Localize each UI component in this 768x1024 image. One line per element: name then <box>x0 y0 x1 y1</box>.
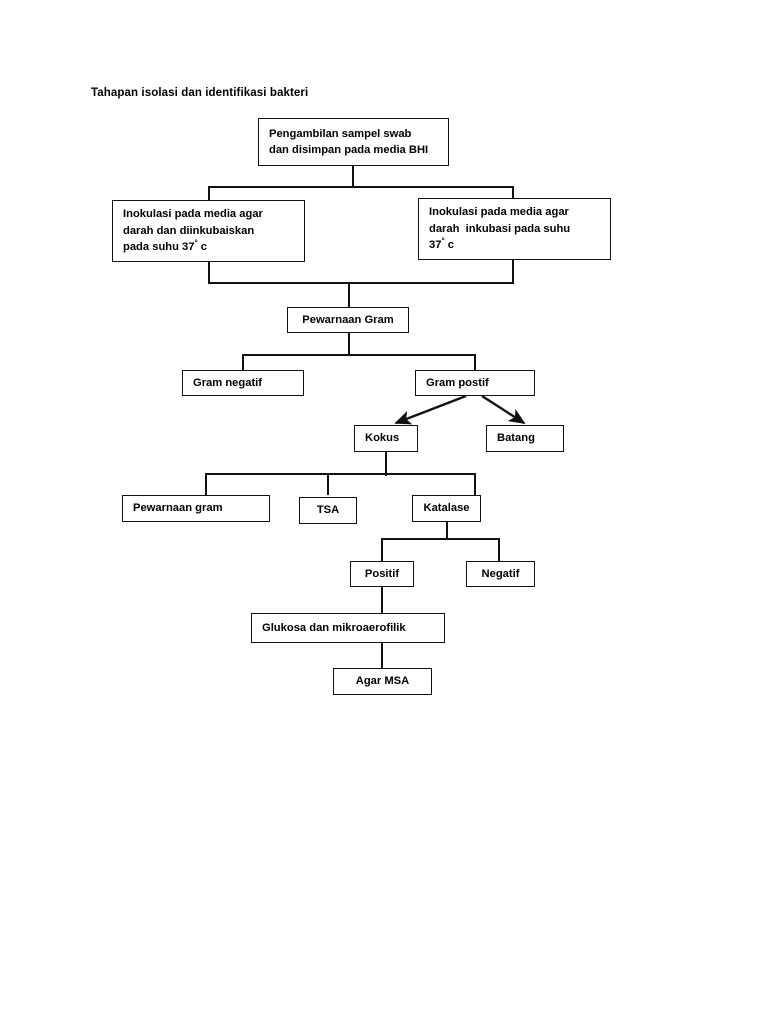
connector-merge-bar <box>208 282 514 285</box>
node-agar-msa[interactable]: Agar MSA <box>333 668 432 695</box>
node-gram-negative[interactable]: Gram negatif <box>182 370 304 396</box>
node-catalase[interactable]: Katalase <box>412 495 481 522</box>
connector-to-inoculation-left <box>208 186 211 202</box>
node-agar-msa-label: Agar MSA <box>355 675 410 688</box>
connector-catalase-split-bar <box>381 538 500 541</box>
connector-gram-split-bar <box>242 354 476 357</box>
node-inoculation-left-line-3: pada suhu 37° c <box>123 239 295 256</box>
node-cocci[interactable]: Kokus <box>354 425 418 452</box>
node-catalase-negative-label: Negatif <box>481 567 520 580</box>
node-inoculation-left-line-1: Inokulasi pada media agar <box>123 208 263 221</box>
node-inoculation-right[interactable]: Inokulasi pada media agar darah inkubasi… <box>418 198 611 260</box>
arrow-to-rod <box>481 395 526 424</box>
node-inoculation-left[interactable]: Inokulasi pada media agar darah dan diin… <box>112 200 305 262</box>
node-catalase-negative[interactable]: Negatif <box>466 561 535 587</box>
temp-prefix-left: pada suhu 37 <box>123 241 195 254</box>
node-sample-line-1: Pengambilan sampel swab <box>269 127 412 140</box>
node-inoculation-right-line-2: darah inkubasi pada suhu <box>429 222 571 235</box>
connector-merge-to-gram-stain <box>348 282 351 308</box>
node-gram-stain-2-label: Pewarnaan gram <box>133 502 223 515</box>
node-glucose-microaerophilic[interactable]: Glukosa dan mikroaerofilik <box>251 613 445 643</box>
temp-prefix-right: 37 <box>429 239 442 252</box>
node-inoculation-left-line-2: darah dan diinkubaiskan <box>123 224 255 237</box>
node-cocci-label: Kokus <box>365 432 400 445</box>
connector-to-catalase <box>474 473 477 495</box>
node-tsa[interactable]: TSA <box>299 497 357 524</box>
connector-to-gram-negative <box>242 354 245 370</box>
node-sample-line-2: dan disimpan pada media BHI <box>269 144 429 156</box>
connector-to-gram-stain-2 <box>205 473 208 495</box>
temp-suffix-right: c <box>444 239 454 252</box>
temp-suffix-left: c <box>197 241 208 254</box>
node-glucose-label: Glukosa dan mikroaerofilik <box>262 621 406 634</box>
degree-symbol-right: ° <box>441 236 445 246</box>
node-sample-collection[interactable]: Pengambilan sampel swab dan disimpan pad… <box>258 118 449 166</box>
degree-symbol-left: ° <box>194 238 198 248</box>
arrow-to-cocci <box>394 394 467 425</box>
connector-glucose-to-msa <box>381 643 384 668</box>
connector-sample-stem <box>352 166 355 188</box>
node-gram-stain-label: Pewarnaan Gram <box>302 313 394 326</box>
node-tsa-label: TSA <box>316 504 340 517</box>
node-gram-negative-label: Gram negatif <box>193 376 263 389</box>
connector-cocci-stem <box>385 452 388 476</box>
node-catalase-positive[interactable]: Positif <box>350 561 414 587</box>
node-gram-stain[interactable]: Pewarnaan Gram <box>287 307 409 333</box>
node-gram-stain-2[interactable]: Pewarnaan gram <box>122 495 270 522</box>
connector-inoculation-right-down <box>512 260 515 284</box>
node-inoculation-right-line-3: 37° c <box>429 237 601 254</box>
connector-positive-to-glucose <box>381 587 384 613</box>
page-title: Tahapan isolasi dan identifikasi bakteri <box>91 87 309 99</box>
connector-inoculation-left-down <box>208 262 211 284</box>
connector-to-catalase-positive <box>381 538 384 561</box>
connector-cocci-branch-bar <box>205 473 476 476</box>
connector-catalase-stem <box>446 522 449 540</box>
node-catalase-label: Katalase <box>423 502 470 515</box>
connector-gram-stain-stem <box>348 332 351 356</box>
connector-to-inoculation-right <box>512 186 515 200</box>
node-catalase-positive-label: Positif <box>364 567 400 580</box>
node-inoculation-right-line-1: Inokulasi pada media agar <box>429 206 569 219</box>
node-gram-positive[interactable]: Gram postif <box>415 370 535 396</box>
connector-to-gram-positive <box>474 354 477 370</box>
connector-sample-split-bar <box>208 186 514 189</box>
node-gram-positive-label: Gram postif <box>426 376 489 389</box>
connector-to-catalase-negative <box>498 538 501 561</box>
node-rod-label: Batang <box>497 432 535 445</box>
connector-to-tsa <box>327 473 330 495</box>
node-rod[interactable]: Batang <box>486 425 564 452</box>
